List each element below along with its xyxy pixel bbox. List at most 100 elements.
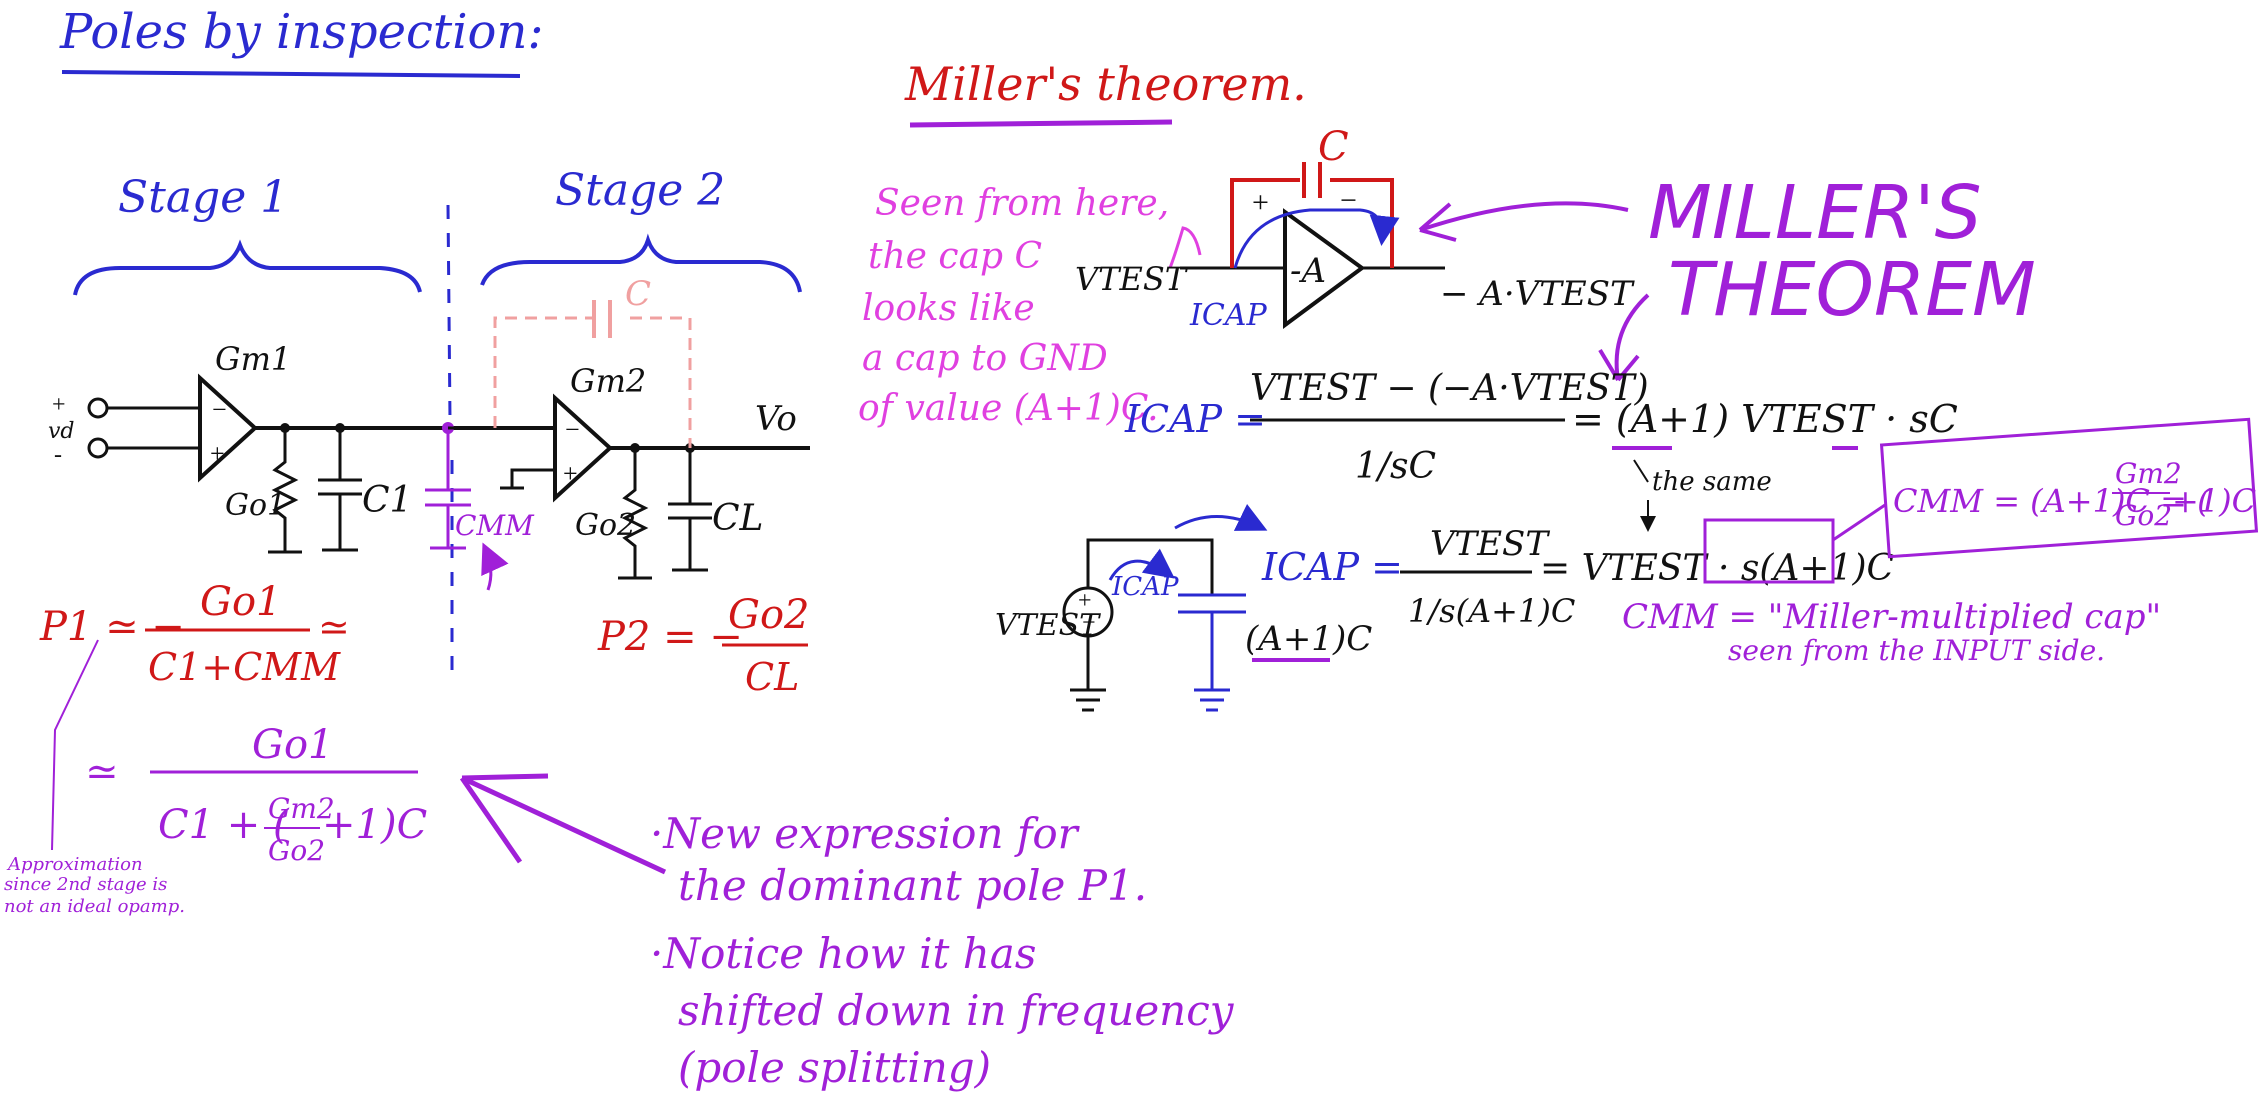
p2-numerator: Go2	[728, 592, 809, 638]
p2-lhs: P2 = −	[597, 614, 743, 660]
miller-cap-dashed-path	[493, 316, 692, 448]
cmm-label: CMM	[455, 509, 535, 542]
miller-cap-label: C	[625, 274, 651, 314]
eq2-numerator: VTEST	[1430, 524, 1550, 564]
left-panel: Poles by inspection: Stage 1 Stage 2 vd …	[4, 4, 810, 917]
the-same-label: the same	[1652, 467, 1772, 497]
vd-label: vd	[48, 419, 75, 444]
icap-label: ICAP	[1189, 298, 1267, 333]
bullet-3: ·Notice how it has	[650, 929, 1036, 978]
go1-label: Go1	[225, 488, 286, 523]
gm2-plus: +	[563, 459, 578, 488]
grounded-vtest-label: VTEST	[995, 608, 1101, 643]
bullet-4: shifted down in frequency	[678, 986, 1235, 1035]
seen-line-2: the cap C	[868, 236, 1042, 277]
grounded-icap-arrow	[1108, 548, 1175, 581]
stage1-brace	[73, 239, 422, 296]
gm2-inputs	[448, 426, 555, 490]
note-pointer	[51, 639, 99, 851]
amp-output-label: − A·VTEST	[1440, 274, 1635, 314]
grounded-icap-label: ICAP	[1111, 572, 1179, 602]
miller-heading: Miller's theorem.	[904, 57, 1307, 111]
gm1-label: Gm1	[215, 340, 291, 378]
note-line2: since 2nd stage is	[4, 874, 167, 895]
bullet-1: ·New expression for	[650, 809, 1081, 858]
cmm-definition-2: seen from the INPUT side.	[1728, 634, 2105, 667]
eq2-denominator: 1/s(A+1)C	[1408, 592, 1575, 630]
stage2-label: Stage 2	[555, 165, 725, 216]
note-line1: Approximation	[6, 854, 143, 875]
miller-big-line2: THEOREM	[1668, 247, 2036, 333]
eq1-denominator: 1/sC	[1355, 446, 1436, 487]
vd-minus: -	[54, 442, 62, 468]
p1new-inner-num: Gm2	[268, 792, 335, 825]
feedback-plus: +	[1252, 186, 1269, 219]
c1-capacitor	[318, 428, 362, 552]
cmm-arrow	[481, 542, 509, 591]
seen-line-5: of value (A+1)C.	[858, 388, 1159, 429]
cmm-box	[1879, 417, 2259, 559]
p2-denominator: CL	[745, 655, 799, 699]
eq1-rhs: = (A+1) VTEST · sC	[1572, 397, 1958, 441]
big-pointer-arrow	[459, 773, 667, 875]
cmm-capacitor	[425, 428, 471, 550]
the-same-arrows	[1633, 459, 1648, 528]
input-terminals	[87, 397, 200, 459]
seen-arrow	[1168, 226, 1202, 269]
grounded-cap	[1178, 593, 1246, 712]
vtest-label: VTEST	[1075, 260, 1189, 298]
p1-lhs: P1 ≃ −	[39, 604, 185, 650]
seen-line-1: Seen from here,	[875, 183, 1169, 224]
cmm-definition-1: CMM = "Miller-multiplied cap"	[1622, 597, 2161, 637]
p1-approx: ≃	[318, 605, 350, 649]
p1new-numerator: Go1	[252, 722, 333, 768]
miller-heading-underline	[909, 119, 1173, 128]
cl-label: CL	[712, 498, 763, 539]
stage2-brace	[480, 233, 802, 293]
cl-capacitor	[668, 448, 712, 572]
feedback-minus: −	[1340, 184, 1357, 217]
cmm-eq-den: Go2	[2115, 499, 2172, 532]
grounded-cap-wiring	[1070, 538, 1214, 712]
cmm-eq-num: Gm2	[2115, 457, 2182, 490]
vd-plus: +	[52, 392, 66, 418]
go1-resistor	[268, 428, 302, 554]
eq1-lhs: ICAP =	[1124, 397, 1266, 441]
seen-line-4: a cap to GND	[862, 338, 1108, 379]
bullet-5: (pole splitting)	[678, 1043, 991, 1092]
vtest-source-plus: +	[1078, 588, 1092, 614]
vtest-source-minus: −	[1082, 610, 1096, 636]
eq2-highlight-box	[1703, 518, 1835, 584]
eq2-lhs: ICAP =	[1261, 545, 1403, 589]
gm2-amplifier	[553, 393, 613, 503]
p1new-approx: ≃	[85, 749, 119, 795]
cmm-eq-a: CMM = (A+1)C = (	[1893, 482, 2211, 520]
right-panel: Miller's theorem. MILLER'S THEOREM Seen …	[858, 57, 2259, 712]
go2-resistor	[618, 448, 652, 580]
miller-big-line1: MILLER'S	[1648, 170, 1982, 256]
icap-flow-arrow	[1233, 208, 1400, 269]
miller-big-arrow-left	[1418, 201, 1629, 242]
stage1-label: Stage 1	[118, 172, 288, 223]
gm1-minus: −	[212, 395, 227, 424]
p1new-denominator-a: C1 + (	[158, 802, 290, 848]
c1-label: C1	[362, 480, 412, 521]
vo-label: Vo	[755, 399, 797, 439]
feedback-cap-label: C	[1318, 124, 1349, 170]
left-heading-underline	[61, 70, 521, 78]
gm1-amplifier	[198, 373, 258, 483]
amp-gain: -A	[1290, 251, 1326, 291]
cmm-eq-b: +1)C	[2172, 482, 2256, 520]
p1new-inner-den: Go2	[268, 834, 325, 867]
seen-line-3: looks like	[862, 288, 1035, 329]
bullet-notes: ·New expression for the dominant pole P1…	[650, 809, 1235, 1092]
gm2-label: Gm2	[570, 362, 646, 400]
grounded-top-arrow	[1174, 503, 1268, 531]
bullet-2: the dominant pole P1.	[678, 861, 1147, 910]
p1new-denominator-b: +1)C	[322, 802, 427, 848]
feedback-cap-plates	[1302, 162, 1322, 198]
note-line3: not an ideal opamp.	[4, 896, 185, 917]
p1-numerator: Go1	[200, 579, 281, 625]
